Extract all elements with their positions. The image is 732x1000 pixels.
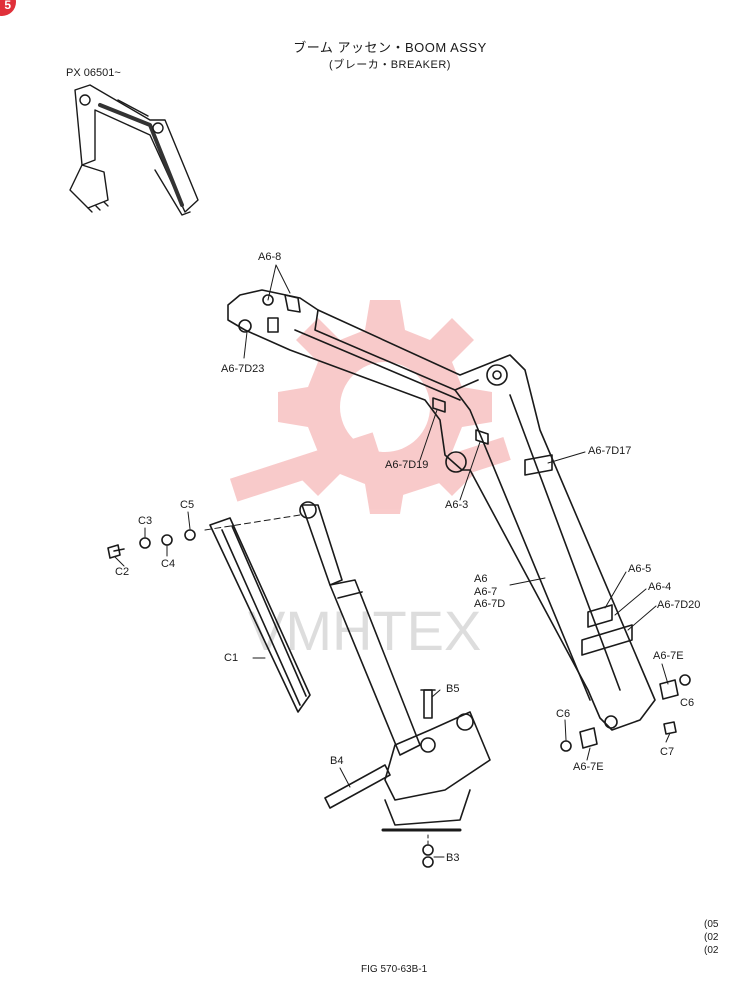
label-a6-7d20: A6-7D20	[657, 599, 701, 611]
part-b4-pin	[324, 764, 391, 809]
margin-note-3: (02	[704, 945, 719, 956]
part-c4-washer	[161, 534, 173, 546]
label-a6-5: A6-5	[628, 563, 652, 575]
label-c7: C7	[660, 746, 675, 758]
part-b3-nuts	[422, 844, 434, 868]
serial-number-note: PX 06501~	[66, 67, 121, 79]
label-b3: B3	[446, 852, 460, 864]
label-c5: C5	[180, 499, 195, 511]
excavator-overview-thumbnail	[69, 84, 199, 216]
part-c6-washer-right	[679, 674, 691, 686]
margin-note-2: (02	[704, 932, 719, 943]
label-b5: B5	[446, 683, 460, 695]
label-a6-7: A6-7	[474, 586, 498, 598]
label-c6-left: C6	[556, 708, 571, 720]
boom-main-body	[227, 289, 656, 731]
part-a6-7d20-plate	[581, 624, 633, 656]
corner-badge-text: 5	[4, 0, 11, 12]
part-c6-washer-left	[560, 740, 572, 752]
label-c3: C3	[138, 515, 153, 527]
part-a6-8-bracket	[284, 294, 301, 313]
page-title: ブーム アッセン・BOOM ASSY	[293, 40, 487, 55]
label-a6-7d23: A6-7D23	[221, 363, 265, 375]
part-c5-washer	[184, 529, 196, 541]
label-a6-7d17: A6-7D17	[588, 445, 632, 457]
part-b5-bolt	[420, 689, 436, 719]
gear-watermark-icon	[229, 300, 511, 514]
label-c4: C4	[161, 558, 176, 570]
part-a6-7e-bushing-bottom	[579, 727, 598, 749]
label-c6-right: C6	[680, 697, 695, 709]
boom-cylinder	[299, 501, 421, 756]
part-c7-fitting	[663, 721, 677, 735]
label-c1: C1	[224, 652, 239, 664]
part-a6-7d17-plate	[524, 454, 553, 476]
margin-note-1: (05	[704, 919, 719, 930]
label-a6-7e-bottom: A6-7E	[573, 761, 604, 773]
label-a6-7d19: A6-7D19	[385, 459, 429, 471]
part-c3-washer	[139, 537, 151, 549]
part-a6-5-plate	[587, 604, 613, 628]
leader-lines	[114, 264, 671, 858]
part-a6-7d19-block	[432, 397, 446, 413]
label-a6-4: A6-4	[648, 581, 672, 593]
part-a6-3-block	[475, 429, 489, 445]
label-a6-7e-right: A6-7E	[653, 650, 684, 662]
label-b4: B4	[330, 755, 344, 767]
part-a6-7e-bushing-right	[659, 679, 679, 700]
base-bracket	[381, 711, 491, 832]
label-a6-7d: A6-7D	[474, 598, 506, 610]
figure-number: FIG 570-63B-1	[361, 964, 428, 975]
label-a6-8: A6-8	[258, 251, 282, 263]
label-c2: C2	[115, 566, 130, 578]
part-c2-bolt	[107, 544, 125, 559]
page-subtitle: (ブレーカ・BREAKER)	[329, 59, 451, 71]
label-a6-3: A6-3	[445, 499, 469, 511]
part-c1-cover	[209, 517, 311, 713]
label-a6: A6	[474, 573, 488, 585]
